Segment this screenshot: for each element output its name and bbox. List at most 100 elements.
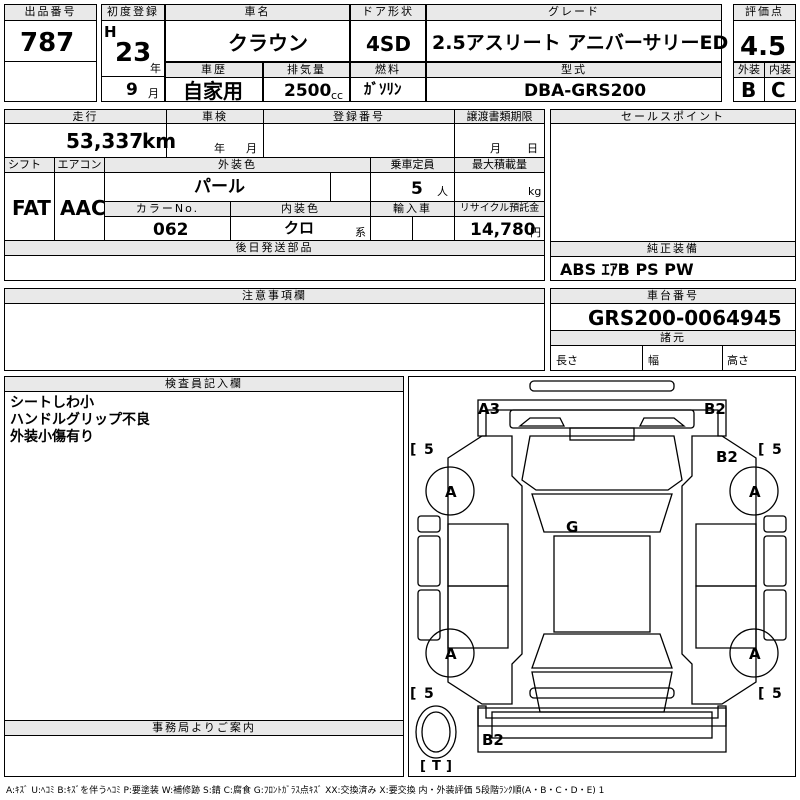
tread-bracket-fl: [ xyxy=(410,442,416,458)
import-cell-a xyxy=(370,216,413,241)
transfer-label: 譲渡書類期限 xyxy=(454,109,545,124)
aircon: AAC xyxy=(60,196,106,220)
height-label: 高さ xyxy=(727,354,749,367)
mark-a3-front-left: A3 xyxy=(478,400,500,418)
mileage-label: 走行 xyxy=(4,109,167,124)
spare-bracket-left: [ xyxy=(420,759,426,774)
first-reg-divider xyxy=(101,76,165,102)
equipment: ABS ｴｱB PS PW xyxy=(560,260,694,279)
damage-legend: A:ｷｽﾞ U:ﾍｺﾐ B:ｷｽﾞを伴うﾍｺﾐ P:要塗装 W:補修跡 S:錆 … xyxy=(6,786,605,796)
max-load-label: 最大積載量 xyxy=(454,157,545,173)
width-label: 幅 xyxy=(648,354,659,367)
inspector-note-3: 外装小傷有り xyxy=(10,429,94,445)
left-rear-door xyxy=(447,585,509,649)
mark-a-front-left-wheel: A xyxy=(445,483,457,501)
recycle-label: リサイクル預託金 xyxy=(454,201,545,217)
grade: 2.5アスリート アニバーサリーED xyxy=(432,32,729,54)
car-name: クラウン xyxy=(228,31,308,55)
right-rear-rocker xyxy=(763,589,787,641)
displacement-label: 排気量 xyxy=(263,62,350,78)
right-mirror xyxy=(763,515,787,533)
sales-point-label: セールスポイント xyxy=(550,109,796,124)
tread-bracket-rr: [ xyxy=(758,686,764,702)
model-label: 型式 xyxy=(426,62,722,78)
right-side-body xyxy=(681,435,757,705)
inspector-note-1: シートしわ小 xyxy=(10,395,94,411)
mark-tread-fl: 5 xyxy=(424,442,434,458)
score: 4.5 xyxy=(740,32,787,62)
lot-number-divider xyxy=(4,61,97,102)
right-front-rocker xyxy=(763,535,787,587)
color-no: 062 xyxy=(153,220,189,240)
int-color-label: 内装色 xyxy=(230,201,371,217)
front-panel xyxy=(477,399,727,437)
inspection-year-unit: 年 xyxy=(214,142,225,155)
int-color-unit: 系 xyxy=(355,226,366,239)
color-no-label: カラーNo. xyxy=(104,201,231,217)
reg-month: 9 xyxy=(126,80,138,100)
era-letter: H xyxy=(104,23,117,41)
fuel: ｶﾞｿﾘﾝ xyxy=(364,80,402,98)
office-label: 事務局よりご案内 xyxy=(4,720,404,736)
rear-bumper xyxy=(477,707,727,753)
ext-color: パール xyxy=(194,177,245,197)
ext-color-label: 外装色 xyxy=(104,157,371,173)
mark-b2-front-right: B2 xyxy=(704,400,726,418)
chassis-label: 車台番号 xyxy=(550,288,796,304)
displacement-unit: cc xyxy=(331,89,344,102)
mark-a-front-right-wheel: A xyxy=(749,483,761,501)
left-mirror xyxy=(417,515,441,533)
mark-a-rear-right-wheel: A xyxy=(749,645,761,663)
mileage: 53,337 xyxy=(66,129,144,153)
rear-window xyxy=(531,633,673,669)
car-diagram: A3 B2 B2 G A A A A B2 T [ 5 [ 5 [ 5 [ 5 … xyxy=(410,380,787,774)
wheel-front-left xyxy=(425,466,475,516)
tread-bracket-fr: [ xyxy=(758,442,764,458)
inspection-month-unit: 月 xyxy=(246,142,257,155)
history: 自家用 xyxy=(183,79,243,103)
chassis-number: GRS200-0064945 xyxy=(588,306,782,330)
shift-label: シフト xyxy=(4,157,55,173)
capacity-unit: 人 xyxy=(437,185,448,198)
interior-label: 内装 xyxy=(764,62,796,78)
reg-no-label: 登録番号 xyxy=(263,109,455,124)
grade-label: グレード xyxy=(426,4,722,21)
capacity-label: 乗車定員 xyxy=(370,157,455,173)
front-grille xyxy=(509,409,695,429)
left-side-body xyxy=(447,435,523,705)
mark-tread-fr: 5 xyxy=(772,442,782,458)
rear-bumper-bar xyxy=(529,687,675,699)
int-color: クロ xyxy=(284,219,315,237)
wheel-rear-right xyxy=(729,628,779,678)
length-label: 長さ xyxy=(556,354,578,367)
roof xyxy=(553,535,651,633)
score-label: 評価点 xyxy=(733,4,796,21)
right-front-door xyxy=(695,523,757,587)
displacement: 2500 xyxy=(284,81,332,101)
wheel-rear-left xyxy=(425,628,475,678)
reg-month-unit: 月 xyxy=(148,87,159,100)
wheel-front-right xyxy=(729,466,779,516)
reg-year-unit: 年 xyxy=(150,62,161,75)
mark-tread-rr: 5 xyxy=(772,686,782,702)
inspector-note-2: ハンドルグリップ不良 xyxy=(10,412,150,428)
reg-no-cell xyxy=(263,123,455,158)
exterior-label: 外装 xyxy=(733,62,765,78)
door: 4SD xyxy=(366,32,411,56)
grille-center xyxy=(569,427,635,441)
spare-bracket-right: ] xyxy=(446,759,452,774)
spare-tire xyxy=(415,705,457,759)
left-front-door xyxy=(447,523,509,587)
mark-b2-rear: B2 xyxy=(482,731,504,749)
mileage-unit: km xyxy=(142,129,177,153)
mark-g-windshield: G xyxy=(566,518,578,536)
transfer-day-unit: 日 xyxy=(527,142,538,155)
lot-number-label: 出品番号 xyxy=(4,4,97,21)
first-reg-label: 初度登録 xyxy=(101,4,165,21)
ext-color-code-cell xyxy=(330,172,371,202)
capacity: 5 xyxy=(411,179,423,199)
caution-label: 注意事項欄 xyxy=(4,288,545,304)
mark-tread-rl: 5 xyxy=(424,686,434,702)
import-cell-b xyxy=(412,216,455,241)
rear-panel xyxy=(477,705,727,727)
